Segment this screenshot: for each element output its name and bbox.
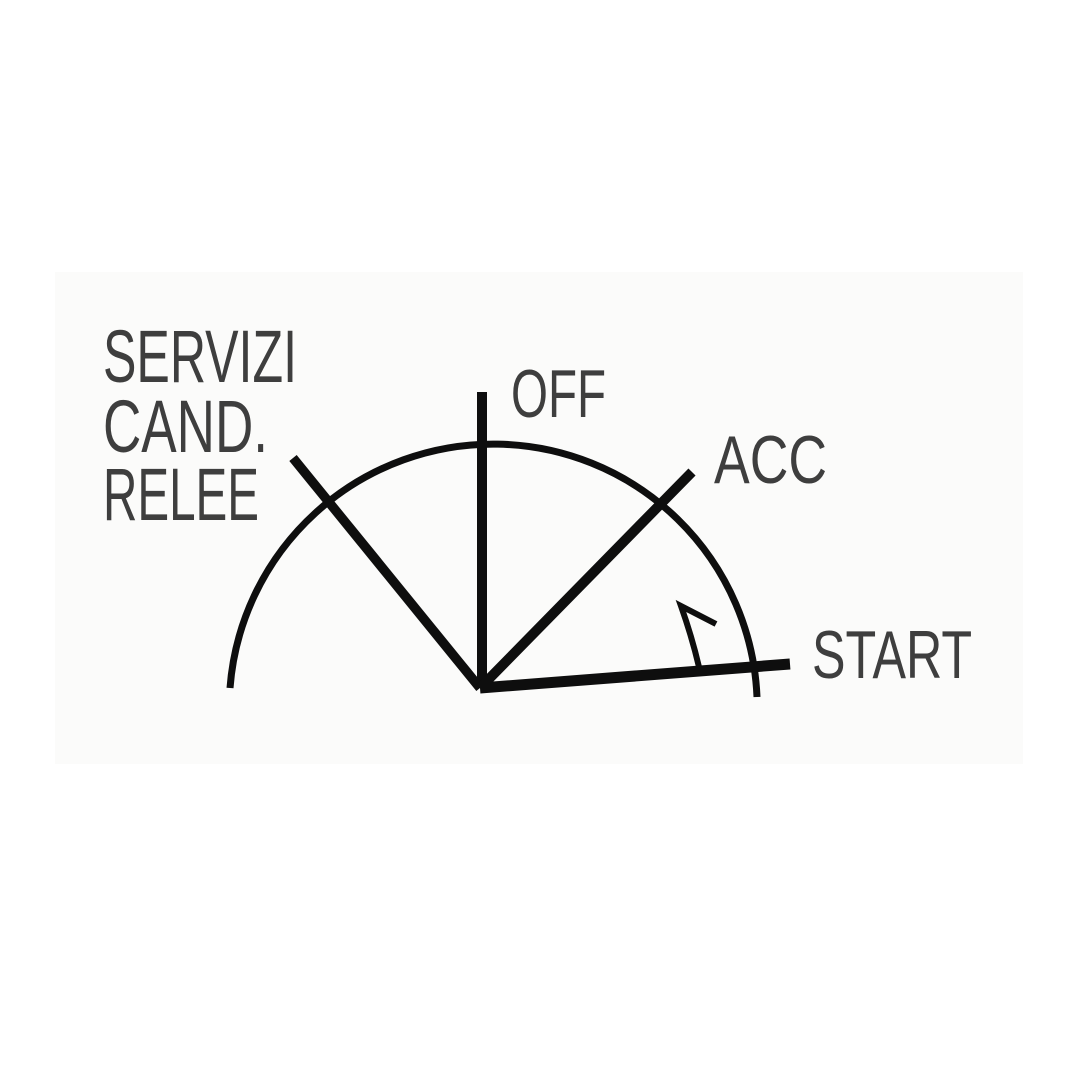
label-off: OFF bbox=[511, 356, 606, 432]
position-line-acc bbox=[476, 468, 696, 692]
clockwise-rotation-arrow-icon bbox=[675, 599, 718, 668]
label-relee: RELEE bbox=[103, 453, 259, 536]
label-acc: ACC bbox=[714, 422, 827, 498]
label-servizi: SERVIZI bbox=[103, 315, 297, 398]
label-start: START bbox=[812, 617, 972, 693]
dial-arc bbox=[226, 440, 761, 698]
position-line-servizi bbox=[289, 455, 484, 691]
label-cand: CAND. bbox=[103, 385, 268, 468]
position-line-start bbox=[479, 658, 791, 694]
